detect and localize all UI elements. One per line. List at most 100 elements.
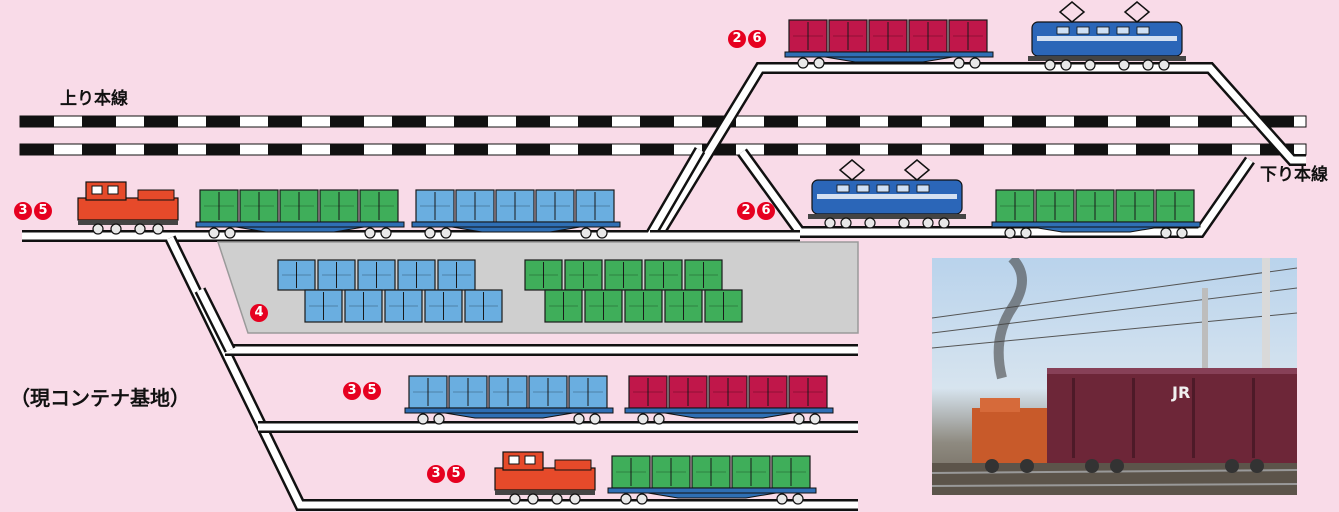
diesel-body	[494, 467, 596, 491]
container	[664, 289, 703, 323]
wheel	[938, 217, 950, 229]
wheel	[527, 493, 539, 505]
main-line-dash	[454, 144, 488, 155]
main-line-dash	[82, 144, 116, 155]
badge-3-5-bottom: 3 5	[427, 465, 465, 483]
container	[995, 189, 1035, 223]
container	[455, 189, 495, 223]
diesel-hood	[137, 189, 175, 201]
electric-stripe	[817, 194, 957, 199]
top-loop-track	[654, 62, 1306, 236]
electric-frame	[808, 214, 966, 219]
wheel	[653, 413, 665, 425]
main-line-dash	[516, 144, 550, 155]
wheel	[1004, 227, 1016, 239]
wheel	[92, 223, 104, 235]
wheel	[898, 217, 910, 229]
wheel	[380, 227, 392, 239]
main-line-dash	[330, 144, 364, 155]
rail-fill	[657, 64, 1306, 234]
wagon-frame	[411, 221, 621, 228]
container	[771, 455, 811, 489]
locomotive-photo: JR	[932, 258, 1297, 495]
wheel	[792, 493, 804, 505]
wagon-crimson-lower	[624, 375, 834, 425]
wheel	[424, 227, 436, 239]
badge-2-6-top: 2 6	[728, 30, 766, 48]
container	[564, 259, 603, 291]
wheel	[1160, 227, 1172, 239]
main-line-dash	[888, 116, 922, 127]
wheel	[1060, 59, 1072, 71]
down-main-line	[19, 143, 1307, 156]
container	[319, 189, 359, 223]
badge-3-5-left: 3 5	[14, 202, 52, 220]
wagon-green-bottom	[607, 455, 817, 505]
wagon-underframe	[451, 226, 581, 233]
diesel-window	[508, 455, 520, 465]
main-line-dash	[702, 116, 736, 127]
main-line-dash	[516, 116, 550, 127]
electric-window	[1116, 26, 1130, 35]
pantograph	[1123, 1, 1151, 23]
container	[691, 455, 731, 489]
container	[828, 19, 868, 53]
badge-4: 4	[250, 304, 268, 322]
wheel	[1020, 227, 1032, 239]
badge-digit: 3	[14, 202, 32, 220]
main-line-dash	[764, 116, 798, 127]
diesel-window	[91, 185, 103, 195]
wheel	[637, 413, 649, 425]
container	[488, 375, 528, 409]
container	[464, 289, 503, 323]
wheel	[573, 413, 585, 425]
main-line-dash	[578, 116, 612, 127]
main-line-dash	[764, 144, 798, 155]
electric-window	[1056, 26, 1070, 35]
wheel	[152, 223, 164, 235]
container	[684, 259, 723, 291]
main-line-dash	[1074, 116, 1108, 127]
electric-window	[876, 184, 890, 193]
wagon-underframe	[824, 56, 954, 63]
container	[279, 189, 319, 223]
main-line-dash	[392, 144, 426, 155]
wagon-frame	[991, 221, 1201, 228]
main-line-dash	[1136, 116, 1170, 127]
electric-window	[1096, 26, 1110, 35]
wheel	[953, 57, 965, 69]
wheel	[809, 413, 821, 425]
container	[357, 259, 396, 291]
wheel	[417, 413, 429, 425]
container	[524, 259, 563, 291]
main-line-dash	[1260, 116, 1294, 127]
diesel-window	[107, 185, 119, 195]
wheel	[1084, 59, 1096, 71]
pantograph	[838, 159, 866, 181]
wagon-blue-left	[411, 189, 621, 239]
diesel-loco-bottom	[494, 451, 596, 505]
up-main-line	[19, 115, 1307, 128]
wheel	[824, 217, 836, 229]
wheel	[433, 413, 445, 425]
wheel	[509, 493, 521, 505]
electric-window	[916, 184, 930, 193]
container	[317, 259, 356, 291]
badge-digit: 5	[447, 465, 465, 483]
container	[199, 189, 239, 223]
main-line-dash	[702, 144, 736, 155]
main-line-dash	[640, 116, 674, 127]
wheel	[776, 493, 788, 505]
wheel	[1044, 59, 1056, 71]
wagon-underframe	[444, 412, 574, 419]
container	[948, 19, 988, 53]
main-line-dash	[1012, 116, 1046, 127]
wheel	[440, 227, 452, 239]
wheel	[596, 227, 608, 239]
wheel	[1118, 59, 1130, 71]
badge-digit: 4	[250, 304, 268, 322]
diesel-hood	[554, 459, 592, 471]
wagon-underframe	[235, 226, 365, 233]
main-line-dash	[206, 116, 240, 127]
